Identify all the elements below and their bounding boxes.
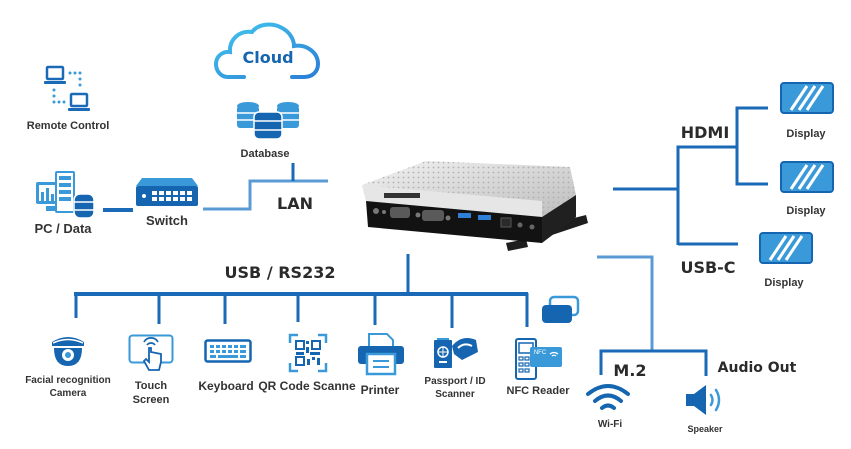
switch-label: Switch: [146, 213, 188, 228]
peripheral-label: Passport / ID Scanner: [420, 375, 490, 401]
cloud-icon: [214, 22, 321, 79]
remote-control-icon: [44, 65, 90, 111]
usbc-label: USB-C: [680, 258, 736, 277]
pc-data-icon: [36, 171, 95, 219]
camera-label-line1: Facial recognition: [25, 375, 111, 386]
remote-control-label: Remote Control: [26, 120, 110, 132]
wifi-label: Wi-Fi: [597, 419, 623, 430]
expansion-fork: [599, 349, 708, 376]
rs232-port: [390, 207, 410, 218]
lan-label: LAN: [277, 194, 313, 213]
display-label-3: Display: [764, 277, 804, 289]
m2-label: M.2: [613, 361, 647, 380]
usb-bus-lines: [74, 254, 529, 328]
usb-rs232-label: USB / RS232: [224, 263, 336, 282]
printer-icon: [358, 333, 404, 376]
switch-lan-link: [203, 179, 328, 211]
box-pc-device: [362, 161, 588, 251]
display-lines: [613, 106, 768, 246]
pc-data-label: PC / Data: [34, 221, 92, 236]
display-icon: [759, 232, 813, 264]
qr-scanner-label: QR Code Scanne: [258, 379, 356, 393]
expansion-trunk: [597, 255, 654, 351]
camera-label-line2: Camera: [49, 388, 87, 399]
hdmi-trunk: [676, 145, 736, 245]
touch-label-line1: Touch: [134, 380, 168, 392]
display-icon: [780, 161, 834, 193]
touch-screen-icon: [128, 334, 174, 371]
lan-lines: [103, 163, 328, 212]
passport-label-line2: Scanner: [435, 389, 475, 400]
passport-label-line1: Passport / ID: [424, 376, 486, 387]
display-icon: [780, 82, 834, 114]
display-label-2: Display: [786, 205, 826, 217]
printer-label: Printer: [360, 383, 400, 397]
database-icon: [237, 102, 299, 140]
keyboard-label: Keyboard: [198, 379, 254, 393]
wifi-icon: [586, 384, 630, 410]
cloud-label: Cloud: [242, 48, 294, 67]
nfc-badge: NFC: [533, 350, 547, 356]
usb-port: [458, 213, 471, 218]
speaker-label: Speaker: [687, 424, 723, 434]
brand-plate: [384, 193, 420, 198]
nfc-cards-icon: [542, 295, 580, 323]
network-switch-icon: [136, 178, 198, 206]
display-label-1: Display: [786, 128, 826, 140]
rs232-port: [422, 210, 444, 221]
peripheral-label: Facial recognition Camera: [18, 374, 118, 400]
speaker-icon: [686, 385, 721, 415]
lan-port: [500, 217, 512, 228]
expansion-lines: [597, 255, 708, 376]
usb-port: [478, 215, 491, 220]
hdmi-label: HDMI: [680, 123, 730, 142]
camera-icon: [52, 337, 84, 366]
touch-label-line2: Screen: [132, 394, 170, 406]
qr-code-icon: [288, 333, 328, 373]
mounting-bracket: [506, 239, 528, 251]
audio-out-label: Audio Out: [717, 360, 797, 376]
peripheral-label: Touch Screen: [121, 379, 181, 407]
passport-scanner-icon: [434, 338, 478, 368]
nfc-reader-icon: [515, 338, 562, 380]
hdmi-fork: [735, 106, 768, 186]
nfc-reader-label: NFC Reader: [506, 385, 570, 397]
database-label: Database: [240, 148, 290, 160]
keyboard-icon: [204, 339, 252, 363]
